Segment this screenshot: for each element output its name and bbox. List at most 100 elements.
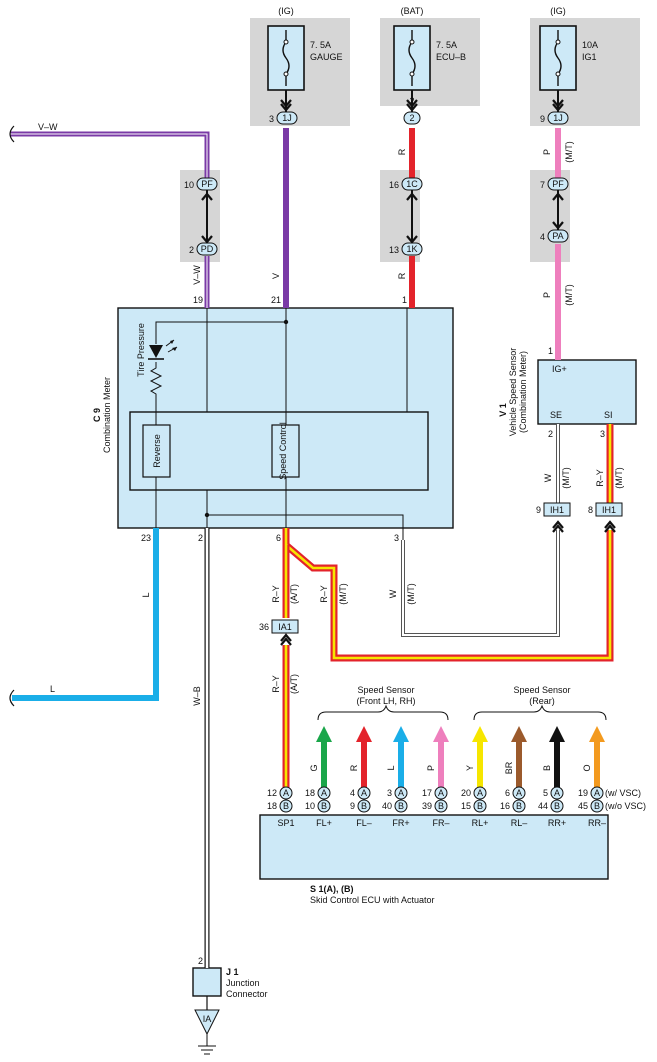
- pa-right-pin: 4: [540, 232, 545, 242]
- wire-label-wb: W–B: [192, 686, 202, 706]
- speed-sensor-sub: (Combination Meter): [518, 351, 528, 433]
- ecu-circle-b: B: [516, 801, 522, 811]
- ecu-circle-a: A: [554, 788, 560, 798]
- ecu-circle-a: A: [477, 788, 483, 798]
- ecu-term-frp: FR+: [392, 818, 409, 828]
- fuse-ig1-conn: 1J: [553, 113, 563, 123]
- wire-label-ry2: R–Y: [595, 469, 605, 487]
- pd-left-conn: PD: [201, 244, 214, 254]
- fuse-gauge: [267, 25, 305, 91]
- ecu-w-vsc: (w/ VSC): [605, 788, 641, 798]
- speed-sensor-si: SI: [604, 410, 613, 420]
- meter-inner-box: [129, 411, 429, 491]
- fuse-ig1-pin: 9: [540, 114, 545, 124]
- ecu-frm-b: 39: [422, 801, 432, 811]
- ecu-circle-a: A: [361, 788, 367, 798]
- wire-label-v: V: [271, 273, 281, 279]
- c1k-pin: 13: [389, 245, 399, 255]
- wire-label-r2: R: [397, 272, 407, 279]
- skid-control-ecu-box: [259, 814, 609, 880]
- fuse-gauge-name: GAUGE: [310, 52, 343, 62]
- speed-sensor-code: V 1: [498, 403, 508, 417]
- wire-label-mt-ry2: (M/T): [614, 467, 624, 489]
- meter-pin-21: 21: [271, 295, 281, 305]
- meter-ground-dot: [204, 512, 210, 518]
- speed-sensor-pin3: 3: [600, 429, 605, 439]
- wire-label-at1: (A/T): [289, 584, 299, 604]
- fuse-gauge-pin: 3: [269, 114, 274, 124]
- ecu-circle-b: B: [398, 801, 404, 811]
- ih1-b-pin: 8: [588, 505, 593, 515]
- speed-sensor-pin1: 1: [548, 346, 553, 356]
- ecu-rrp-b: 44: [538, 801, 548, 811]
- wire-label-vw-vert: V–W: [192, 265, 202, 285]
- ecu-flm-b: 9: [350, 801, 355, 811]
- ecu-term-flm: FL–: [356, 818, 372, 828]
- meter-pin-1: 1: [402, 295, 407, 305]
- front-sensor-sub: (Front LH, RH): [356, 696, 415, 706]
- ecu-circle-b: B: [321, 801, 327, 811]
- ih1-a-conn: IH1: [550, 505, 564, 515]
- ecu-circle-b: B: [477, 801, 483, 811]
- wire-label-l1: L: [141, 592, 151, 597]
- ecu-rrm-b: 45: [578, 801, 588, 811]
- fuse-gauge-conn: 1J: [282, 113, 292, 123]
- fuse-ig1-name: IG1: [582, 52, 597, 62]
- ecu-rlp-a: 20: [461, 788, 471, 798]
- ecu-name: Skid Control ECU with Actuator: [310, 895, 435, 905]
- ecu-rlp-b: 15: [461, 801, 471, 811]
- ecu-term-sp1: SP1: [277, 818, 294, 828]
- ecu-wire-g: G: [309, 764, 319, 771]
- ih1-a-pin: 9: [536, 505, 541, 515]
- c1c-conn: 1C: [406, 179, 418, 189]
- ecu-term-rrm: RR–: [588, 818, 606, 828]
- ecu-circle-b: B: [554, 801, 560, 811]
- wire-label-w2: W: [543, 473, 553, 482]
- pf-right-pin: 7: [540, 180, 545, 190]
- reverse-label: Reverse: [152, 434, 162, 468]
- meter-code: C 9: [92, 408, 102, 422]
- ecu-flp-a: 18: [305, 788, 315, 798]
- ecu-rlm-b: 16: [500, 801, 510, 811]
- fuse-gauge-supply: (IG): [278, 6, 294, 16]
- meter-name: Combination Meter: [102, 377, 112, 453]
- wire-v-w: [9, 125, 210, 308]
- ecu-terminal-circles: [279, 786, 604, 813]
- ecu-circle-a: A: [283, 788, 289, 798]
- ia1-pin: 36: [259, 622, 269, 632]
- connector-posts: [206, 90, 559, 243]
- meter-pin-6: 6: [276, 533, 281, 543]
- jc-pin: 2: [198, 956, 203, 966]
- front-sensor-label: Speed Sensor: [357, 685, 414, 695]
- tire-pressure-label: Tire Pressure: [136, 323, 146, 377]
- wire-label-at2: (A/T): [289, 674, 299, 694]
- ecu-rrp-a: 5: [543, 788, 548, 798]
- ground-symbol: [194, 996, 220, 1055]
- wire-l: [9, 528, 159, 707]
- ecu-wire-y: Y: [465, 765, 475, 771]
- ecu-wire-p: P: [426, 765, 436, 771]
- meter-pin-2: 2: [198, 533, 203, 543]
- junction-connector-box: [192, 967, 222, 997]
- ecu-wire-r: R: [349, 764, 359, 771]
- fuse-ecub: [393, 25, 431, 91]
- speed-control-label: Speed Control: [278, 422, 288, 480]
- ecu-term-flp: FL+: [316, 818, 332, 828]
- speed-sensor-ig: IG+: [552, 364, 567, 374]
- speed-sensor-name: Vehicle Speed Sensor: [508, 348, 518, 437]
- pf-left-conn: PF: [201, 179, 213, 189]
- wire-label-mt-p2: (M/T): [564, 284, 574, 306]
- ecu-circle-a: A: [398, 788, 404, 798]
- meter-internal-wiring: [149, 308, 408, 540]
- ecu-rrm-a: 19: [578, 788, 588, 798]
- fuse-ig1-supply: (IG): [550, 6, 566, 16]
- fuse-ecub-supply: (BAT): [401, 6, 424, 16]
- pf-left-pin: 10: [184, 180, 194, 190]
- ecu-code: S 1(A), (B): [310, 884, 354, 894]
- wire-label-mt-ry: (M/T): [338, 583, 348, 605]
- wire-label-p2: P: [542, 292, 552, 298]
- ecu-flp-b: 10: [305, 801, 315, 811]
- fuse-ecub-rating: 7. 5A: [436, 40, 457, 50]
- wire-w: [401, 424, 560, 637]
